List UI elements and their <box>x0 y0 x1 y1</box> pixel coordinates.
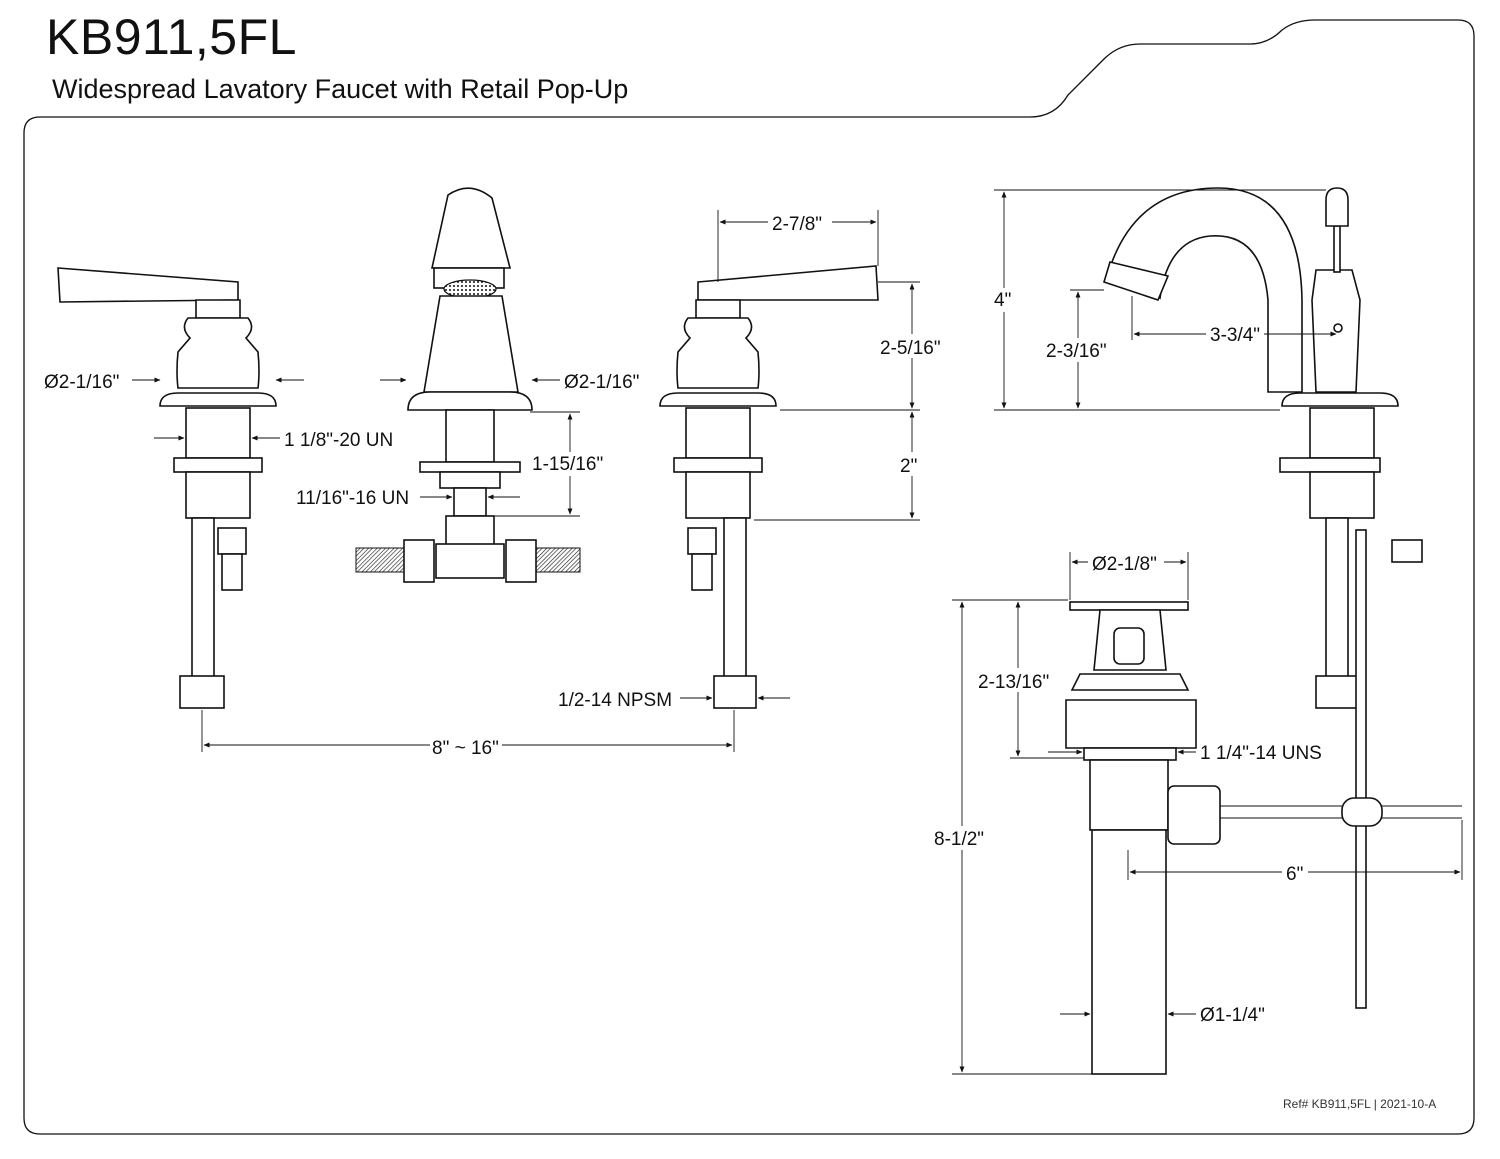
label-handle-reach: 2-7/8" <box>772 214 822 235</box>
drawing-frame <box>23 19 1475 1135</box>
label-handle-height: 2-5/16" <box>880 338 941 359</box>
label-handle-flange-dia-left: Ø2-1/16" <box>44 372 119 393</box>
label-spout-flange-dia: Ø2-1/16" <box>564 372 639 393</box>
side-view-faucet <box>1103 187 1423 1009</box>
label-lift-rod-length: 6" <box>1286 864 1303 885</box>
drain-assembly <box>1065 601 1462 1075</box>
label-spout-reach: 3-3/4" <box>1210 325 1260 346</box>
spout-assembly <box>355 187 581 583</box>
right-handle-valve <box>659 265 879 709</box>
dimension-labels: Ø2-1/16" 1 1/8"-20 UN Ø2-1/16" 1-15/16" … <box>40 210 1322 1026</box>
label-drain-length: 8-1/2" <box>934 829 984 850</box>
label-spout-shank-length: 1-15/16" <box>532 454 603 475</box>
left-handle-valve <box>57 267 277 709</box>
label-shank-length: 2" <box>900 456 917 477</box>
label-handle-thread: 1 1/8"-20 UN <box>284 430 393 451</box>
label-overall-height: 4" <box>994 290 1011 311</box>
reference-code: Ref# KB911,5FL | 2021-10-A <box>1283 1097 1437 1111</box>
page-subtitle: Widespread Lavatory Faucet with Retail P… <box>52 74 629 104</box>
label-supply-thread: 1/2-14 NPSM <box>558 690 672 711</box>
label-tailpiece-dia: Ø1-1/4" <box>1200 1005 1265 1026</box>
page-title: KB911,5FL <box>46 9 297 65</box>
label-spread: 8" ~ 16" <box>432 738 499 759</box>
label-drain-flange-dia: Ø2-1/8" <box>1092 554 1157 575</box>
label-drain-thread: 1 1/4"-14 UNS <box>1200 743 1322 764</box>
label-drain-flange-height: 2-13/16" <box>978 672 1049 693</box>
label-spout-height: 2-3/16" <box>1046 341 1107 362</box>
label-spout-thread: 11/16"-16 UN <box>296 488 409 509</box>
